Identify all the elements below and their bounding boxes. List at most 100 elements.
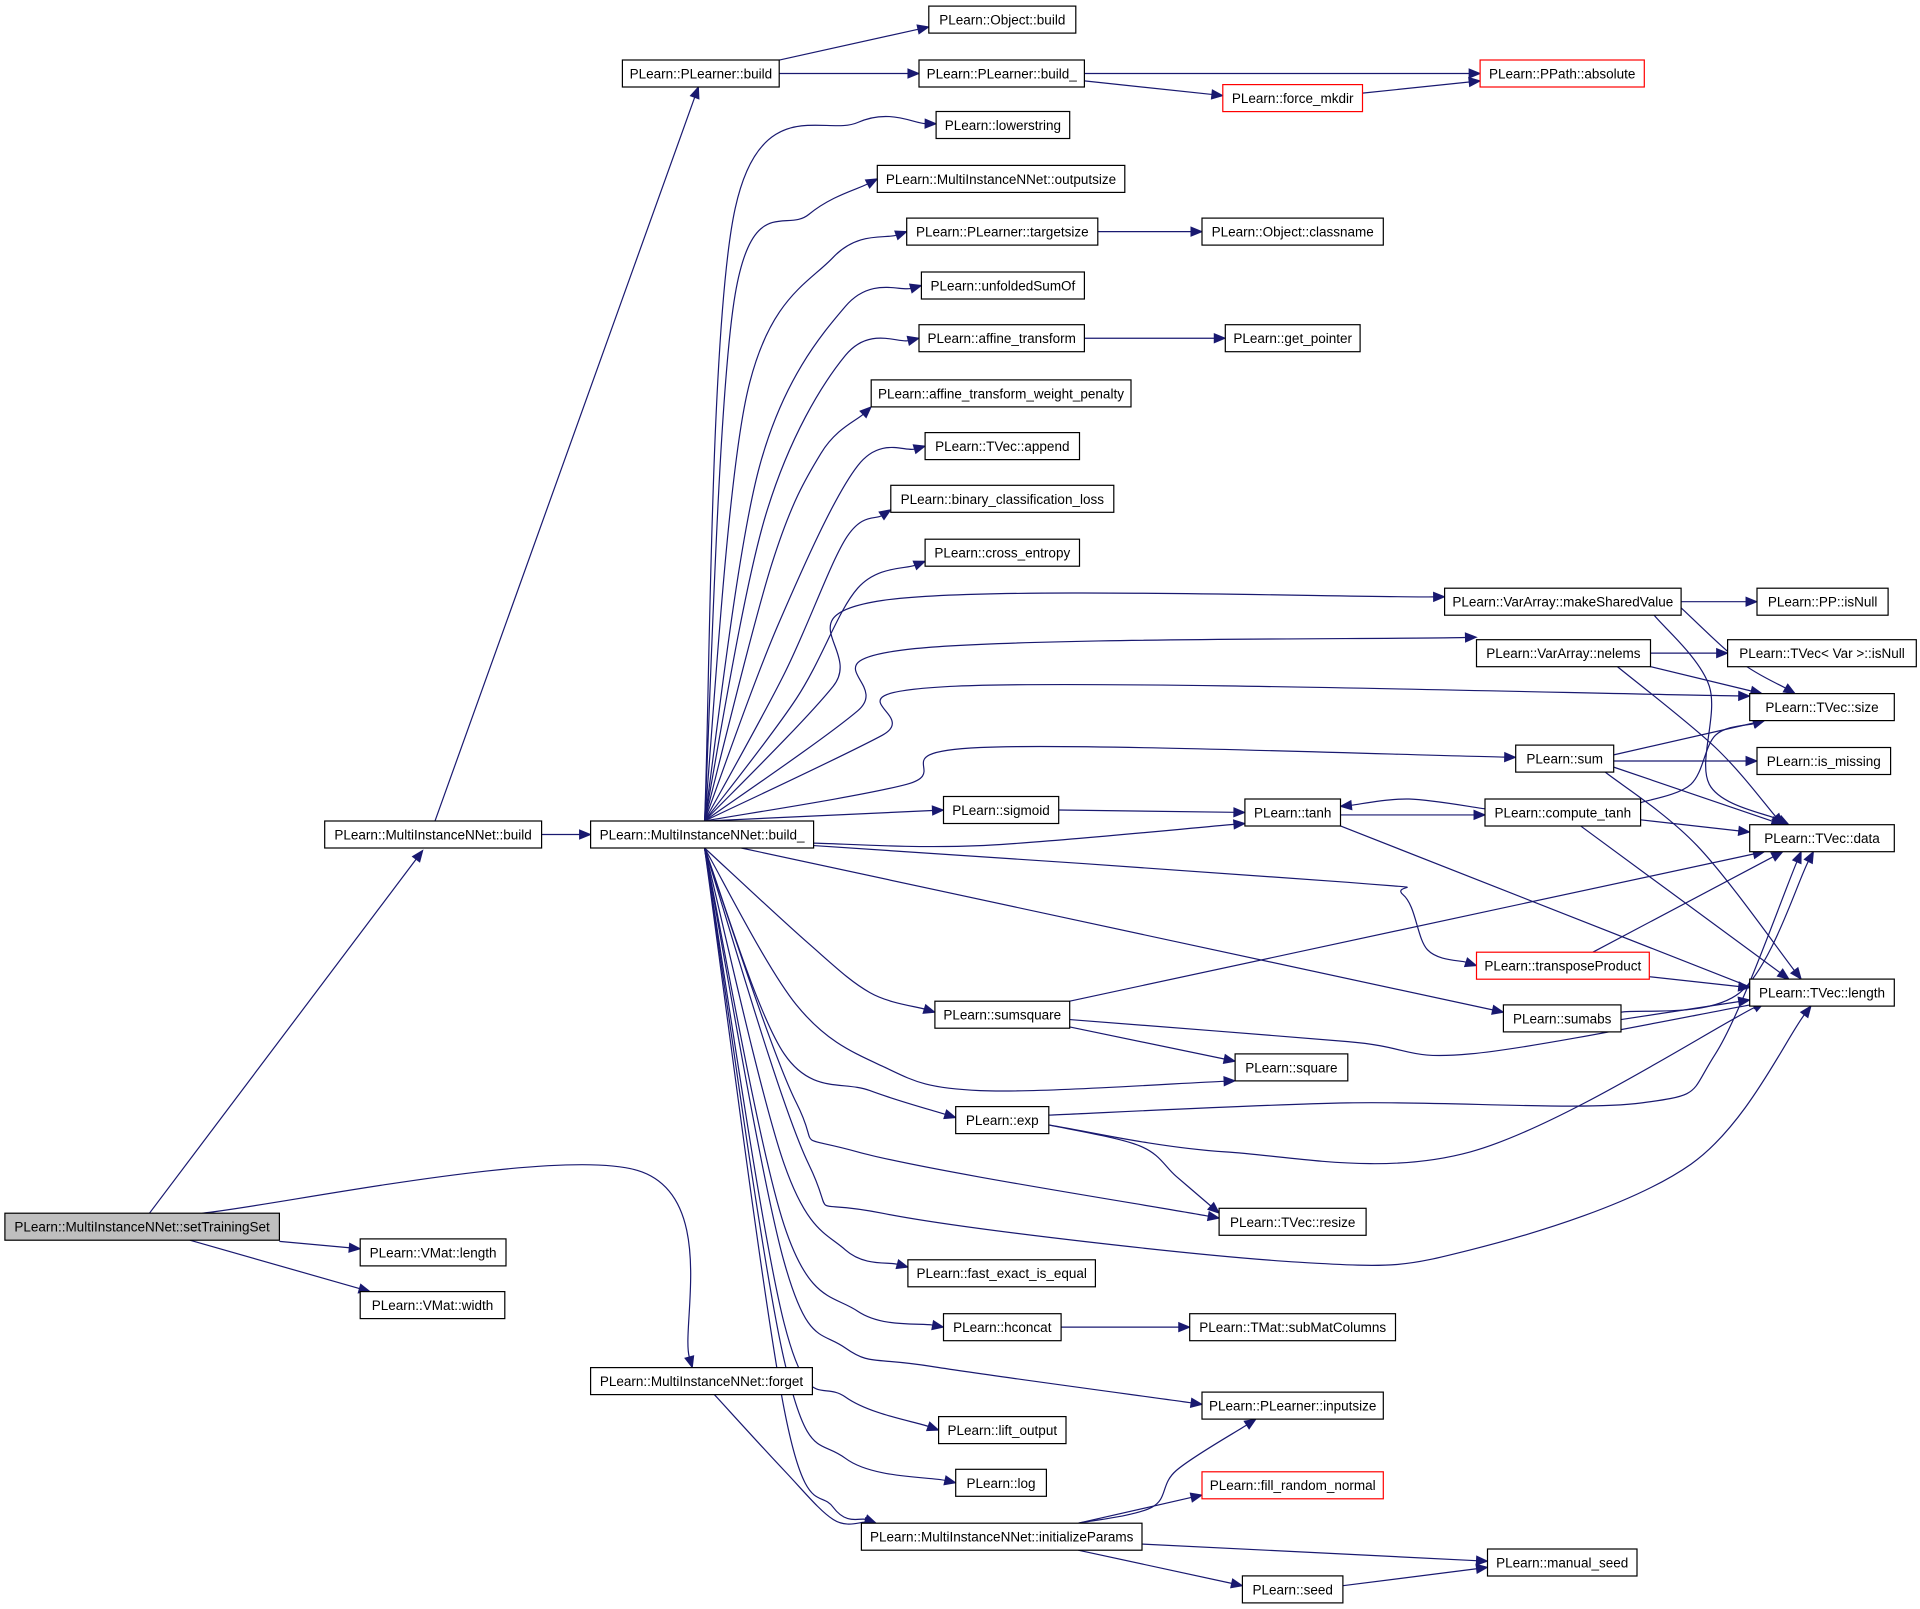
node-box (1486, 1548, 1638, 1577)
node-box (955, 1468, 1048, 1497)
node-tvecsize[interactable]: PLearn::TVec::size (1749, 692, 1895, 722)
node-lowerstring[interactable]: PLearn::lowerstring (935, 110, 1071, 140)
edge-PLbuild_-to-force_mkdir (1084, 80, 1225, 100)
node-tveclength[interactable]: PLearn::TVec::length (1749, 978, 1895, 1007)
node-fast_exact[interactable]: PLearn::fast_exact_is_equal (907, 1259, 1097, 1288)
edge-build_-to-resize (703, 847, 1221, 1222)
edge-build_-to-lift_output (703, 847, 940, 1432)
node-box (1475, 951, 1650, 980)
node-log[interactable]: PLearn::log (955, 1468, 1048, 1497)
node-label: PLearn::TVec::resize (1230, 1215, 1355, 1230)
node-atwp[interactable]: PLearn::affine_transform_weight_penalty (870, 379, 1132, 408)
edge-seed-to-manual_seed (1342, 1563, 1489, 1587)
edge-build_-to-unfoldedSumOf (703, 283, 923, 822)
node-box (870, 379, 1132, 408)
edge-force_mkdir-to-absolute (1362, 76, 1482, 94)
node-label: PLearn::tanh (1254, 806, 1331, 821)
node-box (942, 795, 1060, 825)
node-box (1201, 217, 1384, 246)
node-bcl[interactable]: PLearn::binary_classification_loss (890, 484, 1115, 513)
node-lift_output[interactable]: PLearn::lift_output (937, 1415, 1067, 1445)
node-classname[interactable]: PLearn::Object::classname (1201, 217, 1384, 246)
edge-build_-to-append (703, 444, 927, 822)
node-box (1241, 1575, 1344, 1604)
node-box (937, 1415, 1067, 1445)
node-fill_random_normal[interactable]: PLearn::fill_random_normal (1201, 1471, 1384, 1500)
node-sigmoid[interactable]: PLearn::sigmoid (942, 795, 1060, 825)
node-label: PLearn::affine_transform (928, 331, 1076, 346)
node-seed[interactable]: PLearn::seed (1241, 1575, 1344, 1604)
node-build_[interactable]: PLearn::MultiInstanceNNet::build_ (589, 820, 815, 849)
edge-affine_transform-to-get_pointer (1084, 332, 1227, 344)
node-box (1756, 587, 1889, 616)
edge-build_-to-hconcat (703, 847, 945, 1331)
edge-build_-to-makeSharedValue (704, 591, 1446, 822)
node-absolute[interactable]: PLearn::PPath::absolute (1479, 59, 1645, 88)
edge-sumsquare-to-square (1069, 1026, 1237, 1065)
node-sum[interactable]: PLearn::sum (1515, 744, 1615, 773)
node-inputsize[interactable]: PLearn::PLearner::inputsize (1201, 1391, 1384, 1420)
edge-forget-to-initializeParams (713, 1394, 878, 1528)
edge-hconcat-to-subMatColumns (1061, 1321, 1192, 1333)
node-initializeParams[interactable]: PLearn::MultiInstanceNNet::initializePar… (860, 1522, 1143, 1551)
node-compute_tanh[interactable]: PLearn::compute_tanh (1484, 798, 1642, 827)
node-forget[interactable]: PLearn::MultiInstanceNNet::forget (589, 1366, 813, 1396)
node-PLbuild_[interactable]: PLearn::PLearner::build_ (918, 59, 1085, 88)
node-Objbuild[interactable]: PLearn::Object::build (928, 5, 1077, 34)
edge-build_-to-tvecsize (704, 683, 1752, 822)
node-box (1475, 639, 1652, 668)
node-square[interactable]: PLearn::square (1234, 1053, 1349, 1082)
node-PLbuild[interactable]: PLearn::PLearner::build (621, 59, 780, 88)
node-manual_seed[interactable]: PLearn::manual_seed (1486, 1548, 1638, 1577)
node-box (359, 1238, 507, 1267)
node-box (1749, 978, 1895, 1007)
edge-build_-to-tanh (813, 819, 1247, 848)
node-append[interactable]: PLearn::TVec::append (924, 432, 1081, 461)
node-cross_entropy[interactable]: PLearn::cross_entropy (924, 538, 1081, 567)
edge-compute_tanh-to-tvecdata (1640, 819, 1751, 837)
node-MINNbuild[interactable]: PLearn::MultiInstanceNNet::build (324, 820, 543, 849)
node-get_pointer[interactable]: PLearn::get_pointer (1224, 324, 1361, 353)
edge-build_-to-bcl (704, 509, 892, 822)
node-label: PLearn::sumabs (1513, 1011, 1612, 1026)
node-label: PLearn::affine_transform_weight_penalty (878, 386, 1124, 401)
edge-build_-to-transposeProduct (813, 844, 1478, 968)
node-box (1479, 59, 1645, 88)
node-force_mkdir[interactable]: PLearn::force_mkdir (1222, 83, 1364, 113)
node-resize[interactable]: PLearn::TVec::resize (1218, 1207, 1367, 1236)
node-nelems[interactable]: PLearn::VarArray::nelems (1475, 639, 1652, 668)
node-exp[interactable]: PLearn::exp (955, 1105, 1050, 1135)
node-label: PLearn::sumsquare (943, 1008, 1061, 1023)
node-tvecVarIsNull[interactable]: PLearn::TVec< Var >::isNull (1726, 639, 1917, 668)
node-tanh[interactable]: PLearn::tanh (1244, 798, 1342, 827)
edge-build_-to-sumsquare (704, 847, 937, 1014)
node-ppisNull[interactable]: PLearn::PP::isNull (1756, 587, 1889, 616)
node-targetsize[interactable]: PLearn::PLearner::targetsize (906, 217, 1099, 246)
node-sumsquare[interactable]: PLearn::sumsquare (934, 1000, 1071, 1029)
node-box (876, 164, 1126, 193)
node-makeSharedValue[interactable]: PLearn::VarArray::makeSharedValue (1443, 587, 1682, 616)
node-vmatwidth[interactable]: PLearn::VMat::width (359, 1290, 506, 1320)
node-outputsize[interactable]: PLearn::MultiInstanceNNet::outputsize (876, 164, 1126, 193)
node-label: PLearn::lowerstring (945, 118, 1061, 133)
node-is_missing[interactable]: PLearn::is_missing (1756, 746, 1892, 776)
node-affine_transform[interactable]: PLearn::affine_transform (918, 324, 1085, 353)
node-label: PLearn::TVec::append (935, 439, 1069, 454)
node-box (1443, 587, 1682, 616)
node-sumabs[interactable]: PLearn::sumabs (1502, 1004, 1622, 1033)
node-transposeProduct[interactable]: PLearn::transposeProduct (1475, 951, 1650, 980)
node-label: PLearn::unfoldedSumOf (930, 279, 1075, 294)
node-box (589, 1366, 813, 1396)
node-hconcat[interactable]: PLearn::hconcat (942, 1313, 1062, 1342)
node-subMatColumns[interactable]: PLearn::TMat::subMatColumns (1189, 1313, 1397, 1342)
node-tvecdata[interactable]: PLearn::TVec::data (1749, 824, 1895, 853)
edge-MINNbuild-to-PLbuild (434, 85, 700, 822)
node-setTrainingSet[interactable]: PLearn::MultiInstanceNNet::setTrainingSe… (4, 1212, 281, 1241)
edge-MINNbuild-to-build_ (541, 829, 592, 840)
node-box (890, 484, 1115, 513)
edge-build_-to-atwp (703, 405, 873, 822)
node-box (1515, 744, 1615, 773)
edge-build_-to-sumabs (741, 847, 1505, 1015)
node-unfoldedSumOf[interactable]: PLearn::unfoldedSumOf (920, 271, 1086, 300)
node-vmatlength[interactable]: PLearn::VMat::length (359, 1238, 507, 1267)
